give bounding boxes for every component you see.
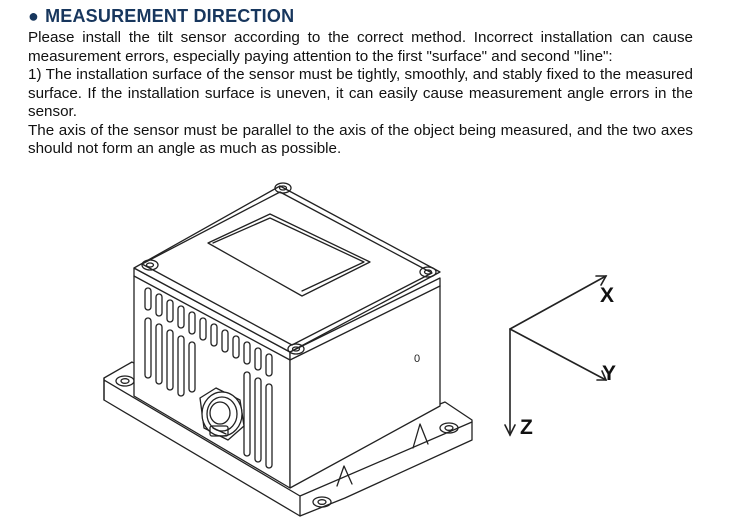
x-arrow-icon	[595, 275, 608, 286]
x-axis-line	[509, 275, 607, 330]
bullet-icon: ●	[28, 6, 40, 26]
section-title: MEASUREMENT DIRECTION	[45, 6, 295, 26]
installation-figure: 0 X Y Z	[0, 170, 732, 524]
surface-paragraph: 1) The installation surface of the senso…	[28, 66, 693, 120]
z-arrow-icon	[504, 424, 516, 437]
instructions-text: Please install the tilt sensor according…	[28, 29, 693, 159]
axis-diagram	[504, 275, 608, 437]
y-arrow-icon	[596, 370, 608, 381]
tilt-sensor-drawing	[103, 182, 473, 517]
intro-paragraph: Please install the tilt sensor according…	[28, 29, 693, 65]
axis-paragraph: The axis of the sensor must be parallel …	[28, 121, 693, 158]
z-axis-label: Z	[520, 416, 533, 439]
cooling-fins	[144, 287, 273, 469]
device-mark: 0	[414, 353, 420, 365]
section-heading: ●MEASUREMENT DIRECTION	[28, 6, 294, 27]
x-axis-label: X	[600, 284, 614, 307]
y-axis-line	[509, 328, 607, 381]
cable-gland	[199, 387, 245, 441]
sensor-illustration: 0 X Y Z	[103, 182, 616, 517]
y-axis-label: Y	[602, 362, 616, 385]
